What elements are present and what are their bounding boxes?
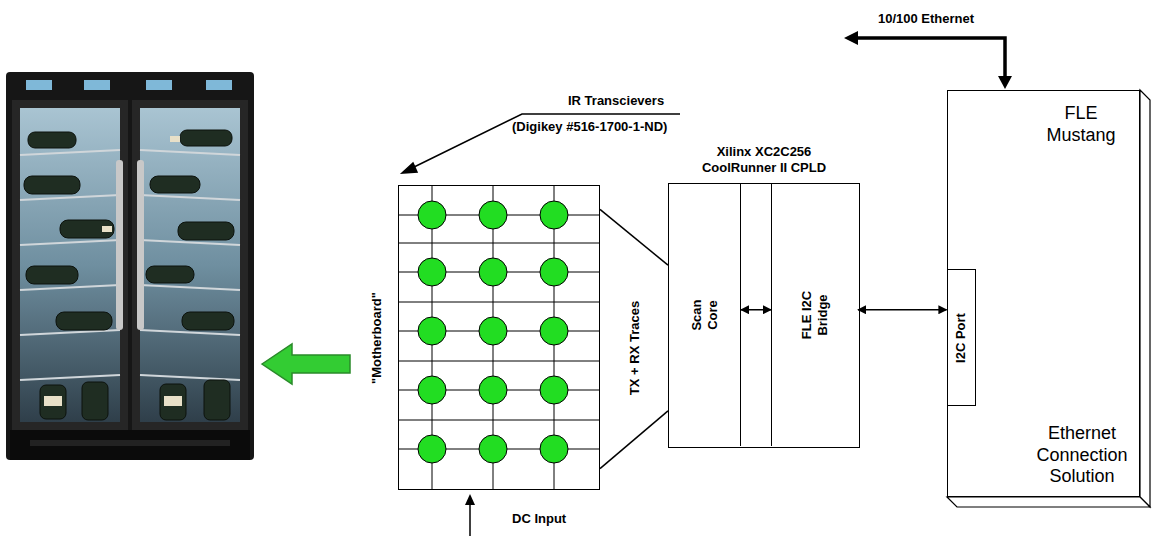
ethernet-arrow — [844, 31, 1012, 89]
node-text: Xilinx XC2C256 CoolRunner II CPLD — [689, 144, 839, 177]
connector — [600, 411, 668, 469]
cpld-box: Xilinx XC2C256 CoolRunner II CPLDScan Co… — [668, 183, 860, 448]
node-text: I2C Port — [953, 313, 969, 363]
box-depth — [947, 90, 1150, 507]
node-text: FLE Mustang — [1031, 103, 1131, 146]
annotation-label: DC Input — [512, 511, 566, 526]
node-text: Ethernet Connection Solution — [1026, 423, 1138, 488]
connector — [858, 309, 947, 311]
wine-fridge — [6, 72, 254, 460]
module-box: FLE MustangEthernet Connection Solution I… — [947, 90, 1140, 497]
power-arrow — [465, 494, 475, 536]
annotation-label: 10/100 Ethernet — [878, 11, 974, 26]
bridge-block: FLE I2C Bridge — [771, 184, 858, 446]
core-block: Scan Core — [669, 184, 741, 446]
green-arrow — [262, 344, 350, 384]
node-text: FLE I2C Bridge — [799, 290, 832, 340]
node-text: Scan Core — [688, 292, 721, 338]
port-box: I2C Port — [947, 269, 976, 406]
connector — [600, 209, 668, 265]
annotation-label: (Digikey #516-1700-1-ND) — [512, 119, 667, 134]
connector — [741, 309, 771, 311]
edge-label: TX + RX Traces — [627, 301, 642, 395]
annotation-label: IR Transcievers — [568, 93, 664, 108]
transceiver-grid — [398, 185, 600, 490]
leader-arrow — [402, 114, 680, 173]
node-text: "Motherboard" — [369, 292, 385, 384]
transceiver-board: "Motherboard" — [398, 185, 600, 490]
